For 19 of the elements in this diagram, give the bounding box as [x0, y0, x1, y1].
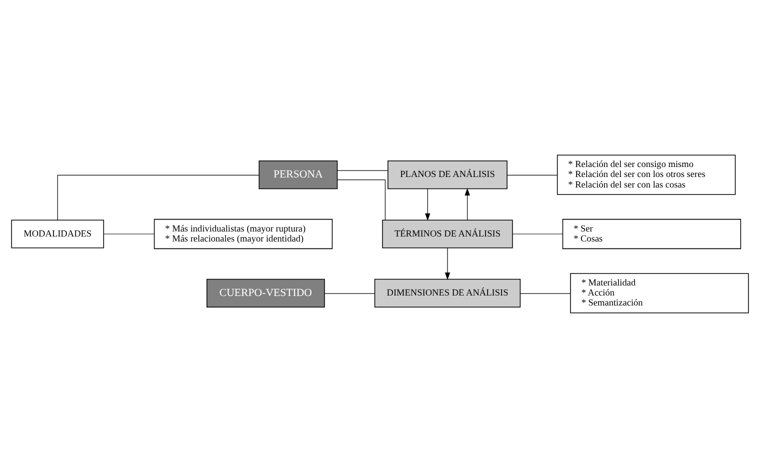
node-box: * Materialidad * Acción * Semantización [570, 273, 749, 314]
node-box: PERSONA [258, 160, 338, 190]
node-box: TÉRMINOS DE ANÁLISIS [382, 220, 513, 248]
node-box: * Más individualistas (mayor ruptura) * Más relacionales (mayor identidad) [154, 218, 333, 250]
connector [337, 180, 386, 220]
connector [57, 174, 260, 220]
connector [506, 174, 558, 176]
node-box: DIMENSIONES DE ANÁLISIS [374, 278, 521, 308]
node-box: PLANOS DE ANÁLISIS [388, 160, 508, 190]
arrow [444, 248, 450, 280]
connector [337, 170, 388, 171]
arrow [425, 188, 430, 221]
node-box: * Ser * Cosas [562, 218, 742, 250]
arrow [464, 188, 470, 220]
node-box: CUERPO-VESTIDO [206, 278, 325, 308]
node-box: * Relación del ser consigo mismo * Relación del ser con los otros seres * Relación del ser con las cosas [556, 154, 736, 195]
connector [520, 293, 571, 294]
connector [324, 293, 375, 294]
node-box: MODALIDADES [11, 220, 104, 248]
